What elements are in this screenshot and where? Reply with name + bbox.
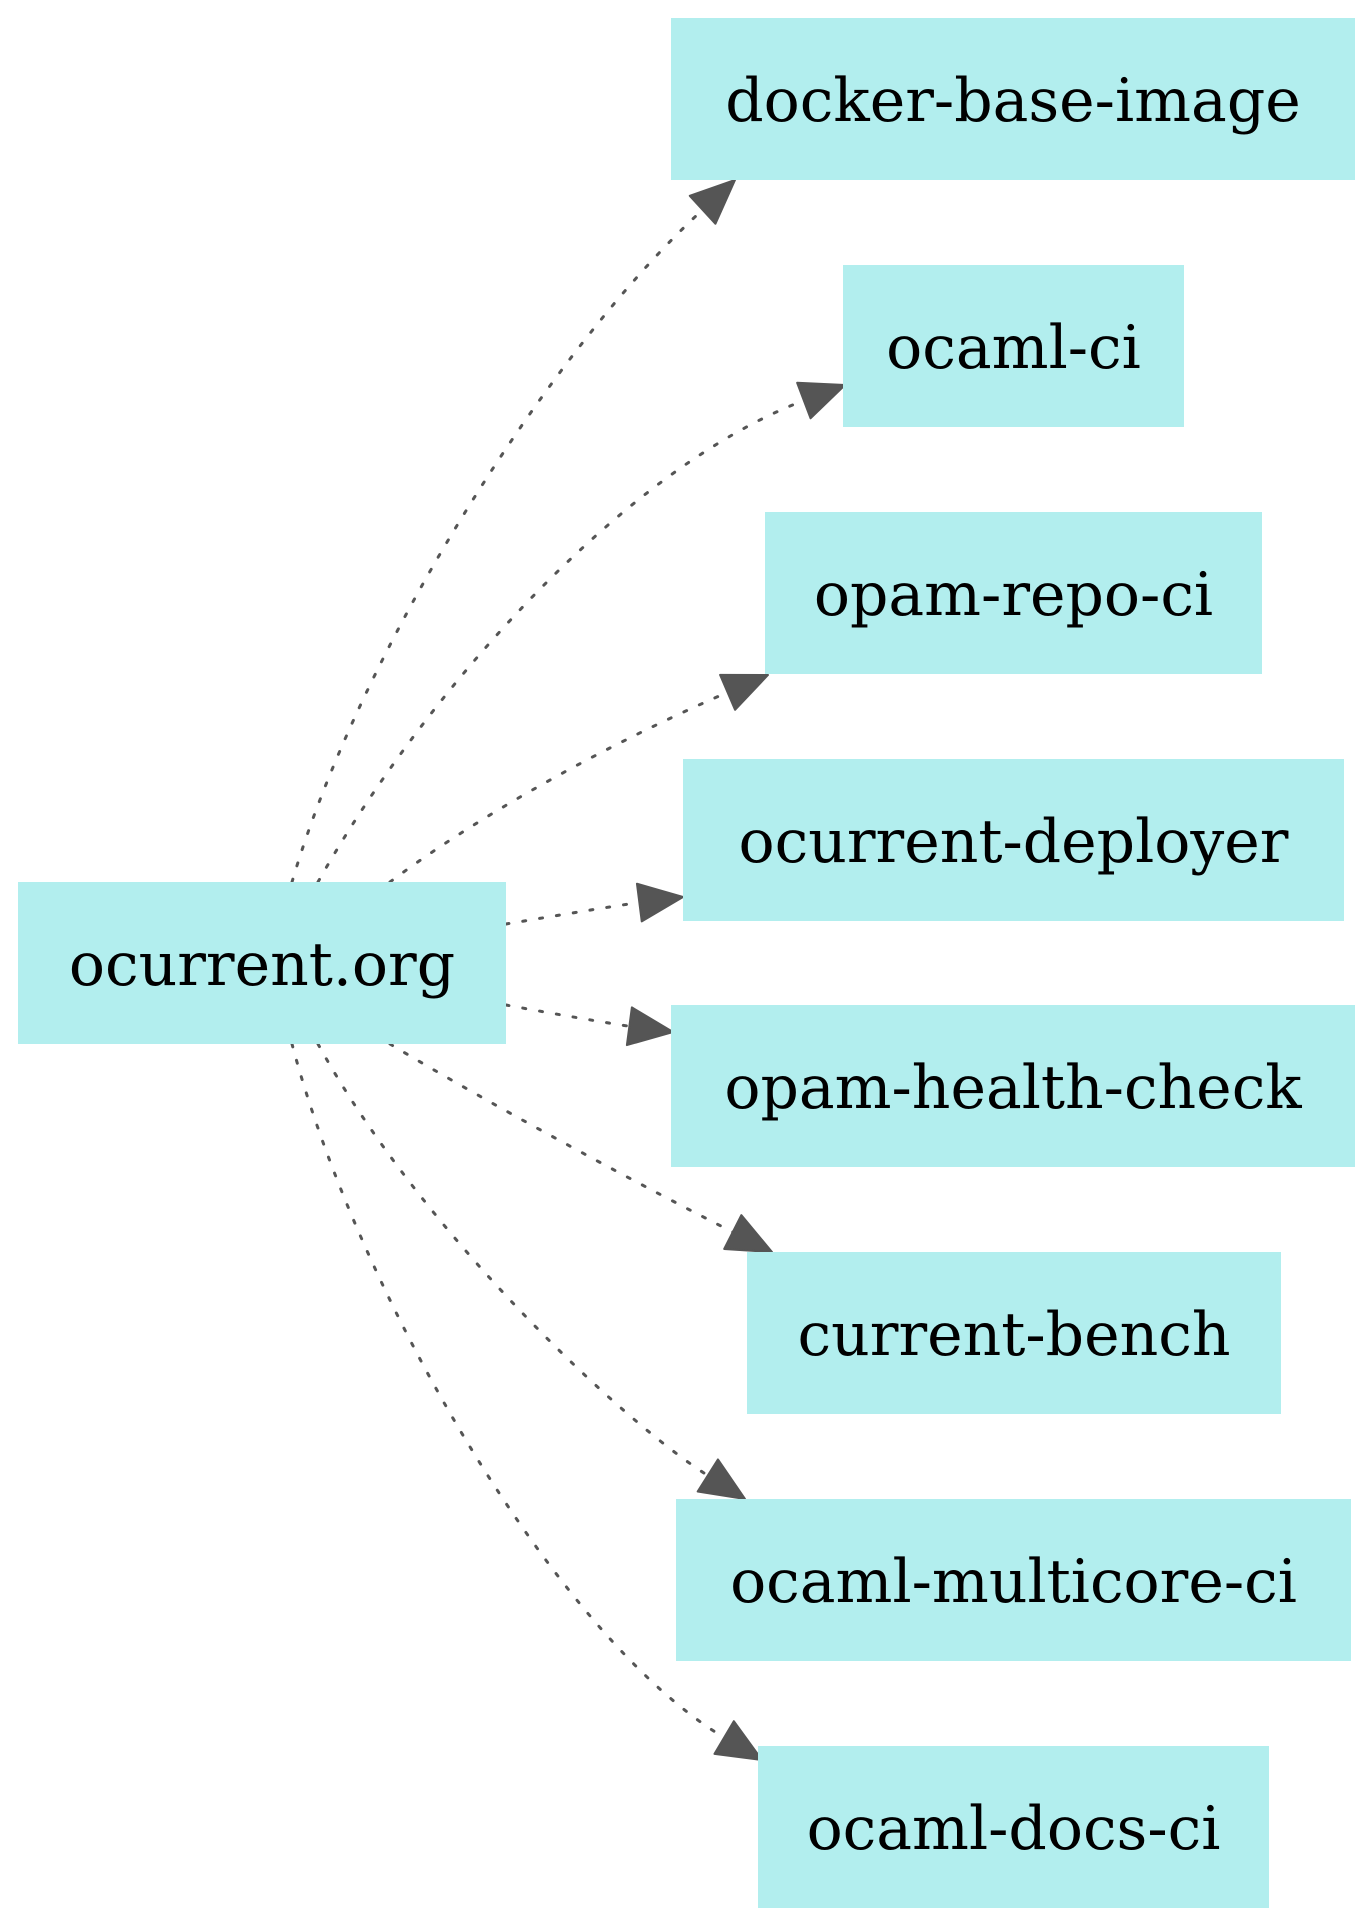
edge-root-to-ocaml-docs-ci (290, 1042, 726, 1740)
node-box (843, 265, 1184, 427)
node-label: ocurrent-deployer (739, 807, 1289, 877)
node-ocurrent-org: ocurrent.org (18, 882, 506, 1044)
node-box (676, 1499, 1351, 1661)
node-label: ocaml-ci (886, 313, 1141, 383)
edge-root-to-opam-repo-ci (388, 690, 730, 884)
edge-arrowhead (635, 882, 684, 923)
edge-arrowhead (796, 381, 846, 420)
edge-root-to-ocurrent-deployer (504, 901, 641, 926)
edge-arrowhead (723, 1214, 773, 1253)
node-box (683, 759, 1344, 921)
node-box (747, 1252, 1281, 1414)
edge-root-to-current-bench (388, 1042, 735, 1234)
node-ocurrent-deployer: ocurrent-deployer (683, 759, 1344, 921)
node-ocaml-multicore-ci: ocaml-multicore-ci (676, 1499, 1351, 1661)
node-box (758, 1746, 1269, 1908)
node-label: docker-base-image (725, 66, 1300, 136)
node-label: ocaml-multicore-ci (730, 1547, 1297, 1617)
nodes: ocurrent.org docker-base-image ocaml-ci … (18, 18, 1355, 1908)
node-opam-repo-ci: opam-repo-ci (765, 512, 1262, 674)
node-ocaml-docs-ci: ocaml-docs-ci (758, 1746, 1269, 1908)
edge-arrowhead (625, 1006, 674, 1047)
node-docker-base-image: docker-base-image (671, 18, 1355, 180)
edge-arrowhead (719, 673, 769, 711)
node-label: opam-repo-ci (814, 560, 1213, 630)
node-label: ocurrent.org (69, 930, 455, 1000)
node-opam-health-check: opam-health-check (671, 1005, 1355, 1167)
node-box (765, 512, 1262, 674)
node-ocaml-ci: ocaml-ci (843, 265, 1184, 427)
edge-arrowhead (713, 1720, 763, 1761)
edge-root-to-docker-base-image (290, 208, 705, 884)
edge-root-to-ocaml-multicore-ci (316, 1042, 710, 1477)
edge-arrowhead (696, 1458, 746, 1500)
node-current-bench: current-bench (747, 1252, 1281, 1414)
node-box (671, 18, 1355, 180)
edge-root-to-opam-health-check (504, 1003, 631, 1028)
node-box (18, 882, 506, 1044)
edge-arrowhead (688, 179, 736, 225)
edges (290, 179, 846, 1761)
node-label: ocaml-docs-ci (807, 1794, 1221, 1864)
node-box (671, 1005, 1355, 1167)
node-label: opam-health-check (724, 1053, 1302, 1123)
node-label: current-bench (798, 1300, 1231, 1370)
